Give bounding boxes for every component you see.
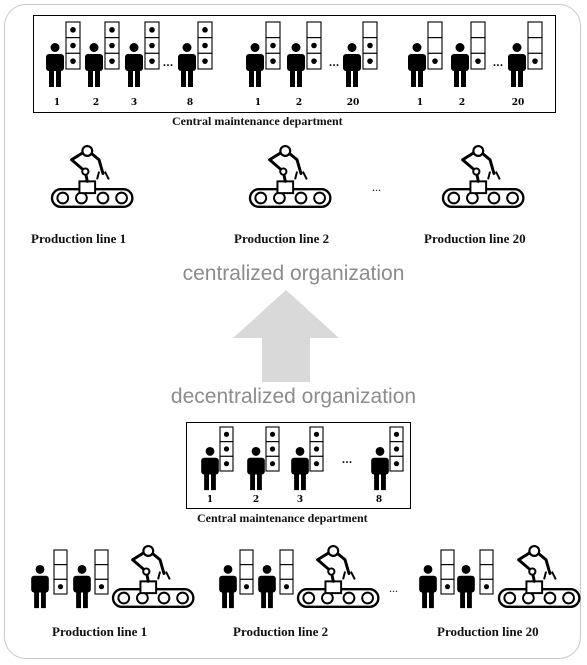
worker-number-label: 1 (255, 98, 261, 108)
worker-icon (343, 43, 361, 87)
worker-icon (371, 447, 389, 491)
worker-icon (451, 43, 469, 87)
toolbox-icon (440, 549, 455, 595)
robot-arm-icon (441, 145, 525, 209)
toolbox-icon (53, 549, 68, 595)
toolbox-icon (309, 426, 324, 472)
worker-icon (73, 565, 91, 609)
upward-arrow-icon (233, 290, 339, 382)
workers-ellipsis: ... (163, 58, 173, 69)
worker-icon (31, 565, 49, 609)
centralized-line-20-label: Production line 20 (424, 231, 526, 246)
worker-icon (46, 43, 64, 87)
toolbox-icon (265, 21, 281, 70)
worker-number-label: 20 (512, 98, 525, 108)
toolbox-icon (362, 21, 378, 70)
worker-icon (85, 43, 103, 87)
centralized-line-1-label: Production line 1 (31, 231, 127, 246)
toolbox-icon (389, 426, 404, 472)
worker-number-label: 20 (347, 98, 360, 108)
toolbox-icon (239, 549, 254, 595)
worker-number-label: 1 (207, 495, 213, 505)
worker-number-label: 8 (376, 495, 382, 505)
centralized-line-2-label: Production line 2 (234, 231, 330, 246)
worker-icon (291, 447, 309, 491)
decentralized-line-20-label: Production line 20 (437, 624, 539, 639)
outer-frame (4, 4, 581, 659)
toolbox-icon (527, 21, 543, 70)
centralized-organization-caption: centralized organization (182, 262, 405, 285)
worker-icon (246, 43, 264, 87)
workers-ellipsis: ... (493, 58, 503, 69)
toolbox-icon (94, 549, 109, 595)
worker-icon (201, 447, 219, 491)
toolbox-icon (427, 21, 443, 70)
decentralized-line-1-label: Production line 1 (52, 624, 148, 639)
worker-icon (457, 565, 475, 609)
worker-number-label: 2 (253, 495, 259, 505)
worker-icon (287, 43, 305, 87)
worker-number-label: 8 (187, 98, 193, 108)
toolbox-icon (279, 549, 294, 595)
decentralized-line-2-label: Production line 2 (233, 624, 329, 639)
toolbox-icon (470, 21, 486, 70)
decentralized-department-box (186, 422, 411, 509)
worker-number-label: 2 (459, 98, 465, 108)
worker-icon (219, 565, 237, 609)
robot-arm-icon (497, 545, 581, 609)
toolbox-icon (65, 21, 81, 70)
toolbox-icon (306, 21, 322, 70)
worker-icon (508, 43, 526, 87)
worker-icon (258, 565, 276, 609)
worker-number-label: 1 (417, 98, 423, 108)
worker-number-label: 2 (93, 98, 99, 108)
decentralized-lines-ellipsis: ... (389, 581, 398, 595)
centralized-department-label: Central maintenance department (172, 114, 343, 128)
decentralized-organization-caption: decentralized organization (170, 385, 417, 408)
worker-icon (419, 565, 437, 609)
robot-arm-icon (50, 145, 134, 209)
toolbox-icon (265, 426, 280, 472)
worker-icon (125, 43, 143, 87)
worker-number-label: 3 (297, 495, 303, 505)
robot-arm-icon (248, 145, 332, 209)
worker-number-label: 3 (131, 98, 137, 108)
centralized-lines-ellipsis: ... (372, 180, 381, 194)
worker-icon (247, 447, 265, 491)
toolbox-icon (104, 21, 120, 70)
toolbox-icon (144, 21, 160, 70)
worker-icon (408, 43, 426, 87)
decentralized-department-label: Central maintenance department (197, 511, 368, 525)
toolbox-icon (197, 21, 213, 70)
centralized-department-box (33, 15, 556, 113)
toolbox-icon (219, 426, 234, 472)
robot-arm-icon (296, 545, 380, 609)
worker-icon (178, 43, 196, 87)
robot-arm-icon (111, 545, 195, 609)
worker-number-label: 2 (296, 98, 302, 108)
toolbox-icon (479, 549, 494, 595)
workers-ellipsis: ... (342, 455, 352, 466)
worker-number-label: 1 (54, 98, 60, 108)
workers-ellipsis: ... (329, 58, 339, 69)
